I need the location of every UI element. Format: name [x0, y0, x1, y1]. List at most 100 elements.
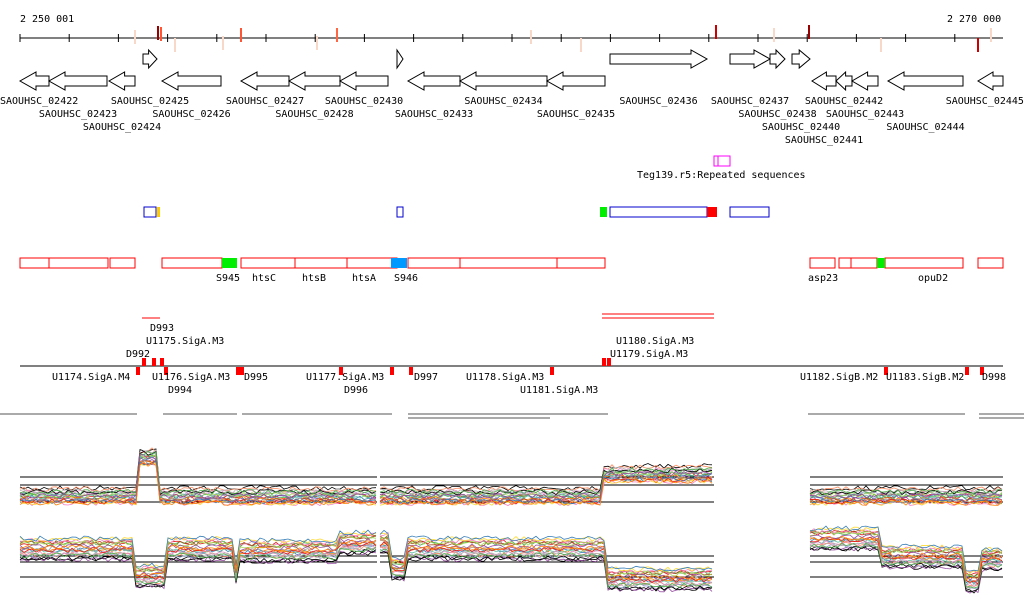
repeat-feature[interactable]: [713, 155, 731, 167]
gene-arrow[interactable]: [406, 71, 461, 91]
gene-arrow[interactable]: [811, 71, 837, 91]
annotation-box[interactable]: [838, 257, 852, 269]
expression-marker[interactable]: [580, 38, 582, 52]
gene-label: SAOUHSC_02426: [152, 109, 230, 120]
segment-marker[interactable]: [965, 367, 969, 375]
segment-marker[interactable]: [164, 367, 168, 375]
axis-start-label: 2 250 001: [20, 14, 74, 25]
annotation-box[interactable]: [161, 257, 223, 269]
expression-marker[interactable]: [174, 38, 176, 52]
gene-arrow[interactable]: [850, 71, 879, 91]
annotation-box[interactable]: [19, 257, 50, 269]
gene-arrow[interactable]: [142, 48, 158, 70]
gene-arrow[interactable]: [609, 49, 709, 69]
segment-marker[interactable]: [240, 367, 244, 375]
expression-trace: [19, 453, 377, 499]
expression-marker[interactable]: [773, 28, 775, 42]
expression-trace: [19, 447, 377, 493]
annotation-box[interactable]: [294, 257, 348, 269]
expression-trace: [379, 541, 713, 583]
axis-end-label: 2 270 000: [947, 14, 1001, 25]
annotation-box[interactable]: [240, 257, 296, 269]
gene-arrow[interactable]: [458, 71, 548, 91]
segment-marker[interactable]: [136, 367, 140, 375]
gene-arrow[interactable]: [239, 71, 290, 91]
rbs-feature[interactable]: [609, 206, 708, 218]
segment-marker[interactable]: [160, 358, 164, 366]
gene-arrow[interactable]: [729, 49, 772, 69]
segment-marker[interactable]: [152, 358, 156, 366]
expression-marker[interactable]: [977, 38, 979, 52]
expression-marker[interactable]: [316, 36, 318, 50]
segment-label-lower: U1181.SigA.M3: [520, 385, 598, 396]
gene-label: SAOUHSC_02444: [886, 122, 964, 133]
segment-label-upper: D992: [126, 349, 150, 360]
gene-arrow[interactable]: [107, 71, 136, 91]
annotation-box[interactable]: [850, 257, 878, 269]
expression-marker[interactable]: [530, 30, 532, 44]
expression-marker[interactable]: [134, 30, 136, 44]
feature-marker[interactable]: [707, 207, 717, 217]
gene-arrow[interactable]: [835, 70, 853, 92]
expression-marker[interactable]: [808, 25, 810, 39]
annotation-box[interactable]: [556, 257, 606, 269]
rbs-feature[interactable]: [143, 206, 157, 218]
annotation-box[interactable]: [407, 257, 461, 269]
annotation-highlight[interactable]: [391, 258, 407, 268]
expression-trace: [379, 536, 713, 576]
gene-label: SAOUHSC_02425: [111, 96, 189, 107]
annotation-box[interactable]: [48, 257, 109, 269]
segment-marker[interactable]: [142, 358, 146, 366]
gene-label: SAOUHSC_02434: [464, 96, 542, 107]
rbs-feature[interactable]: [396, 206, 404, 218]
segment-marker[interactable]: [236, 367, 240, 375]
gene-arrow[interactable]: [977, 71, 1004, 91]
expression-marker[interactable]: [336, 28, 338, 42]
feature-marker[interactable]: [157, 207, 160, 217]
segment-label-lower: U1177.SigA.M3: [306, 372, 384, 383]
gene-arrow[interactable]: [769, 48, 786, 70]
segment-label-lower: D996: [344, 385, 368, 396]
expression-trace: [809, 528, 1003, 575]
annotation-box[interactable]: [459, 257, 558, 269]
rbs-feature[interactable]: [729, 206, 770, 218]
annotation-box[interactable]: [109, 257, 136, 269]
gene-arrow[interactable]: [396, 48, 404, 70]
expression-marker[interactable]: [240, 28, 242, 42]
segment-marker[interactable]: [607, 358, 611, 366]
expression-trace: [379, 463, 713, 491]
expression-marker[interactable]: [715, 25, 717, 39]
expression-marker[interactable]: [880, 38, 882, 52]
gene-arrow[interactable]: [545, 71, 606, 91]
expression-marker[interactable]: [160, 27, 162, 41]
annotation-box[interactable]: [884, 257, 964, 269]
gene-arrow[interactable]: [886, 71, 964, 91]
expression-trace: [809, 535, 1003, 581]
feature-marker[interactable]: [600, 207, 607, 217]
segment-marker[interactable]: [884, 367, 888, 375]
segment-marker[interactable]: [339, 367, 343, 375]
annotation-highlight[interactable]: [222, 258, 237, 268]
segment-marker[interactable]: [409, 367, 413, 375]
gene-arrow[interactable]: [287, 71, 341, 91]
expression-trace: [379, 529, 713, 572]
segment-marker[interactable]: [390, 367, 394, 375]
segment-label-lower: U1174.SigA.M4: [52, 372, 130, 383]
gene-arrow[interactable]: [338, 71, 389, 91]
gene-arrow[interactable]: [47, 71, 108, 91]
annotation-box[interactable]: [809, 257, 836, 269]
annotation-box[interactable]: [346, 257, 398, 269]
gene-arrow[interactable]: [791, 48, 811, 70]
segment-marker[interactable]: [980, 367, 984, 375]
annotation-box[interactable]: [977, 257, 1004, 269]
expression-marker[interactable]: [990, 28, 992, 42]
gene-arrow[interactable]: [160, 71, 222, 91]
expression-marker[interactable]: [222, 36, 224, 50]
expression-marker[interactable]: [157, 26, 159, 40]
gene-arrow[interactable]: [18, 71, 50, 91]
segment-marker[interactable]: [550, 367, 554, 375]
annotation-highlight[interactable]: [877, 258, 885, 268]
gene-label: SAOUHSC_02438: [738, 109, 816, 120]
segment-marker[interactable]: [602, 358, 606, 366]
